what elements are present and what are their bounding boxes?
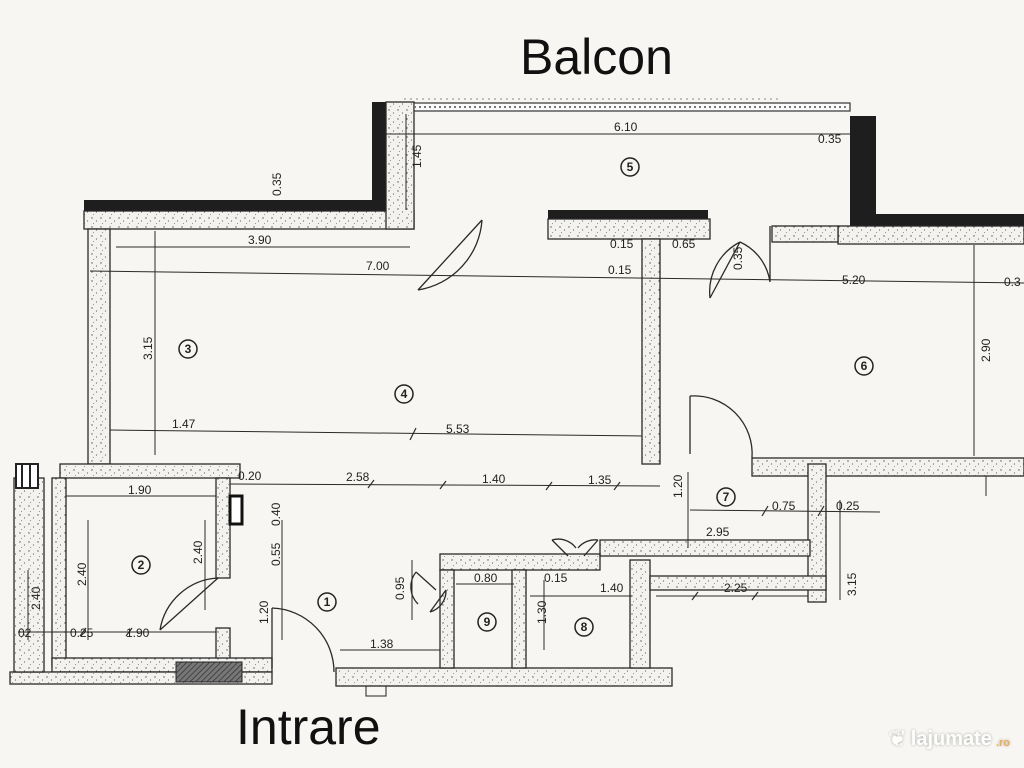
dimension-lines (18, 114, 1024, 651)
wall-balcony-right (850, 116, 876, 226)
room-number-7: 7 (723, 490, 730, 504)
room-number-6: 6 (861, 359, 868, 373)
dim-closet-080: 0.80 (474, 571, 498, 585)
dim-bath-240-left: 2.40 (75, 562, 89, 586)
dim-seg-140: 1.40 (482, 472, 506, 486)
dim-bath-190-bottom: 1.90 (126, 626, 150, 640)
dim-seg-135: 1.35 (588, 473, 612, 487)
dim-balcony-right-wall: 0.35 (818, 132, 842, 146)
door-closet (410, 571, 447, 613)
room-number-2: 2 (138, 558, 145, 572)
dim-balcony-depth: 1.45 (410, 144, 424, 168)
watermark-tld: .ro (995, 737, 1010, 749)
room-marker-1 (317, 592, 337, 612)
wall-top-right (850, 214, 1024, 226)
door-entrance (271, 607, 335, 673)
room-number-4: 4 (401, 387, 408, 401)
wall-top-left (84, 200, 390, 211)
dim-living-sub-left: 1.47 (172, 417, 196, 431)
dim-left-edge-240: 2.40 (29, 586, 43, 610)
exterior-walls (84, 102, 1024, 226)
room-marker-3 (178, 339, 198, 359)
dim-right-315: 3.15 (845, 572, 859, 596)
wall-bodies (9, 101, 1024, 687)
dim-corridor-225: 2.25 (724, 581, 748, 595)
wall-balcony-left (372, 102, 386, 212)
dim-wc-140: 1.40 (600, 581, 624, 595)
dim-living-left-width: 3.90 (248, 233, 272, 247)
dim-dining-height: 3.15 (141, 336, 155, 360)
balcony-label: Balcon (520, 29, 673, 85)
small-wall-details (15, 463, 387, 697)
room-number-3: 3 (185, 342, 192, 356)
dim-living-sub-right: 5.53 (446, 422, 470, 436)
door-bedroom (689, 395, 753, 459)
dim-living-total-width: 7.00 (366, 259, 390, 273)
dim-hall-075: 0.75 (772, 499, 796, 513)
dim-partition-a: 0.15 (610, 237, 634, 251)
dim-closet-095: 0.95 (393, 576, 407, 600)
dim-entry-138: 1.38 (370, 637, 394, 651)
dim-hall-025: 0.25 (836, 499, 860, 513)
room-marker-8 (574, 617, 594, 637)
watermark-logo-icon: ❦ (888, 726, 907, 751)
door-balcony-bedroom-b (739, 226, 771, 283)
dim-bedroom-width: 5.20 (842, 273, 866, 287)
room-number-1: 1 (324, 595, 331, 609)
room-marker-5 (620, 157, 640, 177)
dim-door-offset: 0.35 (731, 246, 745, 270)
room-marker-7 (716, 487, 736, 507)
dim-bedroom-height: 2.90 (979, 338, 993, 362)
dim-hall-120: 1.20 (671, 474, 685, 498)
watermark: ❦ lajumate .ro (888, 726, 1010, 752)
door-balcony-living (417, 219, 483, 291)
dim-entry-120: 1.20 (257, 600, 271, 624)
wall-top-mid (548, 210, 708, 219)
room-marker-2 (131, 555, 151, 575)
dim-top-wall: 0.35 (270, 172, 284, 196)
room-marker-6 (854, 356, 874, 376)
dim-entry-040: 0.40 (269, 502, 283, 526)
dim-entry-055: 0.55 (269, 542, 283, 566)
door-wc (551, 538, 599, 557)
dim-partition-b: 0.65 (672, 237, 696, 251)
room-number-5: 5 (627, 160, 634, 174)
dim-bedroom-edge: 0.3 (1004, 275, 1021, 289)
room-number-9: 9 (484, 615, 491, 629)
room-numbers: 1 2 3 4 5 6 7 8 9 (138, 160, 868, 634)
room-number-8: 8 (581, 620, 588, 634)
watermark-name: lajumate (910, 727, 992, 750)
dim-bath-02: 02 (18, 626, 32, 640)
dim-bath-190-top: 1.90 (128, 483, 152, 497)
doors (159, 219, 771, 673)
dim-wc-130: 1.30 (535, 600, 549, 624)
balcony-railing (404, 98, 851, 112)
dim-hall-295: 2.95 (706, 525, 730, 539)
dim-balcony-width: 6.10 (614, 120, 638, 134)
dim-wc-015: 0.15 (544, 571, 568, 585)
dim-bath-025: 0.25 (70, 626, 94, 640)
room-markers (131, 157, 874, 637)
dim-seg-258: 2.58 (346, 470, 370, 484)
room-marker-4 (394, 384, 414, 404)
room-marker-9 (477, 612, 497, 632)
entrance-label: Intrare (236, 699, 381, 755)
dim-wall-020: 0.20 (238, 469, 262, 483)
dimension-labels: 6.10 0.35 1.45 0.35 3.90 7.00 0.15 0.65 … (18, 120, 1021, 651)
door-balcony-bedroom-a (709, 241, 741, 299)
dim-partition-c: 0.15 (608, 263, 632, 277)
dim-bath-240-right: 2.40 (191, 540, 205, 564)
dimension-ticks (79, 427, 825, 637)
door-bathroom (159, 577, 219, 631)
